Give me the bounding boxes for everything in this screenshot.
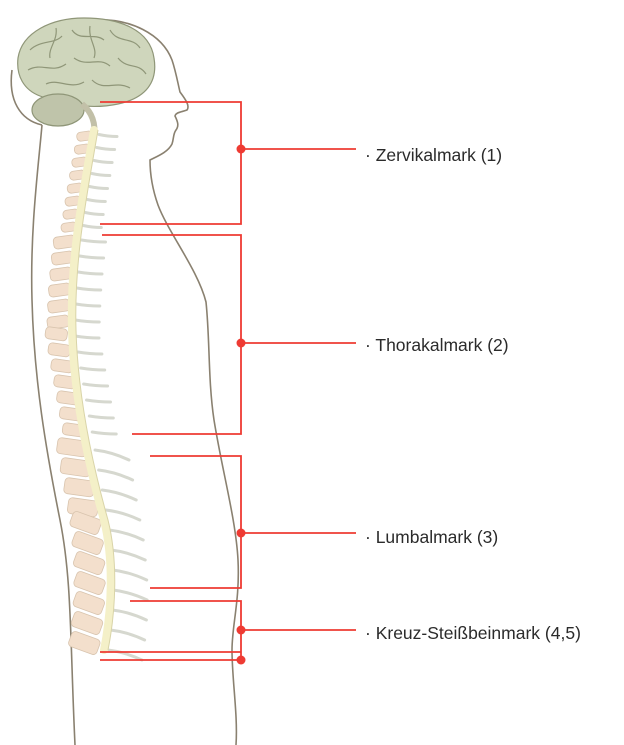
- vertebra: [47, 299, 70, 314]
- nerve-root: [75, 336, 99, 338]
- vertebra: [48, 283, 71, 298]
- nerve-root: [112, 610, 146, 620]
- nerve-root: [111, 550, 145, 560]
- nerve-root: [83, 226, 101, 228]
- nerve-root: [75, 320, 99, 322]
- nerve-root: [106, 510, 140, 520]
- nerve-root: [80, 256, 104, 258]
- nerve-root: [92, 432, 116, 434]
- nerve-root: [99, 135, 117, 137]
- nerve-root: [99, 470, 133, 480]
- nerve-root: [78, 272, 102, 274]
- bracket-thoracic: [102, 235, 241, 434]
- bracket-cervical: [100, 102, 241, 224]
- nerve-root: [87, 200, 105, 202]
- nerve-root: [77, 288, 101, 290]
- nerve-root: [82, 240, 106, 242]
- nerve-root: [85, 213, 103, 215]
- nerve-root: [89, 416, 113, 418]
- label-cervical: · Zervikalmark (1): [365, 147, 502, 165]
- nerve-root: [87, 400, 111, 402]
- nerve-root: [90, 187, 108, 189]
- label-lumbar: · Lumbalmark (3): [365, 529, 498, 547]
- cerebellum: [32, 94, 84, 126]
- nerve-root: [109, 530, 143, 540]
- vertebra: [45, 326, 68, 341]
- nerve-root: [113, 590, 147, 600]
- dot-sacral: [237, 626, 246, 635]
- nerve-root: [102, 490, 136, 500]
- nerve-root: [97, 148, 115, 150]
- dot-lumbar: [237, 529, 246, 538]
- label-sacral: · Kreuz-Steißbeinmark (4,5): [365, 625, 581, 643]
- nerve-root: [81, 368, 105, 370]
- vertebra: [47, 342, 70, 357]
- nerve-root: [92, 174, 110, 176]
- brain: [18, 18, 155, 136]
- vertebra: [72, 550, 106, 575]
- vertebra: [69, 510, 103, 535]
- nerve-root: [113, 570, 147, 580]
- dot-coccyx: [237, 656, 246, 665]
- nerve-root: [76, 304, 100, 306]
- dot-thoracic: [237, 339, 246, 348]
- dot-cervical: [237, 145, 246, 154]
- nerve-root: [94, 161, 112, 163]
- nerve-root: [84, 384, 108, 386]
- nerve-root: [111, 630, 145, 640]
- nerve-root: [78, 352, 102, 354]
- label-thoracic: · Thorakalmark (2): [365, 337, 509, 355]
- nerve-root: [95, 450, 129, 460]
- vertebra: [71, 530, 105, 555]
- bracket-lumbar: [150, 456, 241, 588]
- body-outline: [95, 20, 238, 745]
